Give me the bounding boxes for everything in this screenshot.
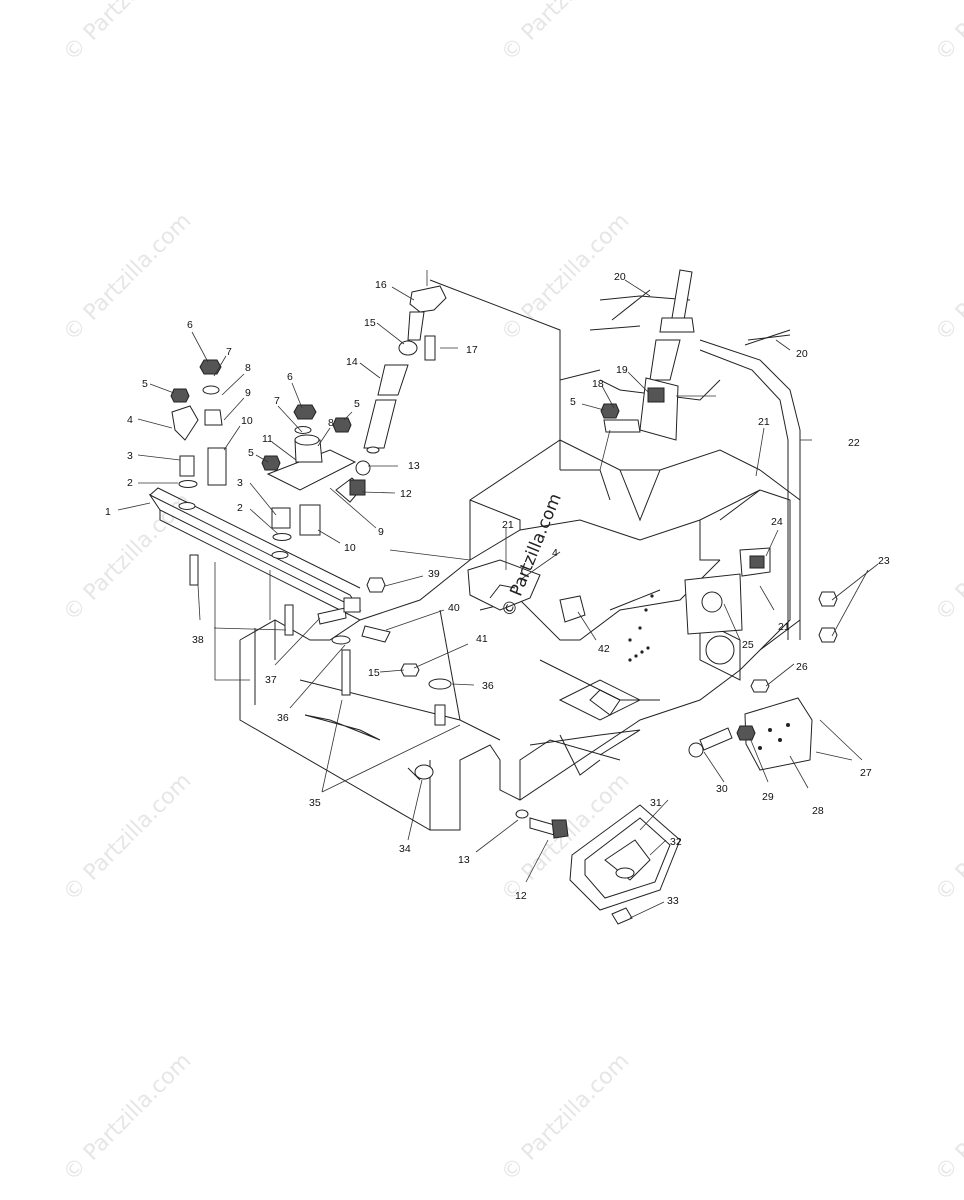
callout-label: 38 [192,634,204,646]
callout-label: 23 [878,555,890,567]
callout-label: 13 [408,460,420,472]
callout-label: 17 [466,344,478,356]
callout-label: 6 [287,371,293,383]
callout-label: 10 [241,415,253,427]
callout-label: 21 [758,416,770,428]
callout-label: 31 [650,797,662,809]
callout-label: 39 [428,568,440,580]
callout-label: 26 [796,661,808,673]
callout-label: 5 [248,447,254,459]
callout-label: 10 [344,542,356,554]
callout-label: 20 [614,271,626,283]
callout-label: 13 [458,854,470,866]
callout-label: 21 [778,621,790,633]
callout-label: 9 [245,387,251,399]
callout-label: 35 [309,797,321,809]
callout-label: 11 [262,433,273,445]
steering-post-assembly [363,269,791,454]
callout-label: 6 [187,319,193,331]
watermark-text: © Partzilla.com [497,0,635,66]
callout-label: 21 [502,519,514,531]
swing-arm-assembly [148,359,452,726]
callout-label: 12 [400,488,412,500]
watermark-text: © Partzilla.com [59,1049,197,1187]
callout-label: 8 [245,362,251,374]
callout-label: 3 [237,477,243,489]
callout-label: 27 [860,767,872,779]
callout-label: 37 [265,674,277,686]
callout-label: 41 [476,633,488,645]
watermark-text: © Partzilla.com [59,0,197,66]
callout-label: 16 [375,279,387,291]
callout-label: 5 [142,378,148,390]
callout-label: 30 [716,783,728,795]
callout-label: 42 [598,643,610,655]
callout-label: 15 [368,667,380,679]
callout-label: 7 [226,346,232,358]
callout-label: 34 [399,843,411,855]
callout-label: 15 [364,317,376,329]
callout-label: 36 [277,712,289,724]
callout-label: 3 [127,450,133,462]
watermark-text: © Partzilla.com [497,1049,635,1187]
side-plate-parts [407,547,838,925]
callout-label: 1 [105,506,111,518]
callout-label: 28 [812,805,824,817]
callout-label: 12 [515,890,527,902]
callout-label: 19 [616,364,628,376]
callout-label: 4 [552,547,558,559]
callout-label: 2 [237,502,243,514]
watermark-text: © Partzilla.com [59,209,197,347]
watermark-text: © Partzilla.com [931,209,964,347]
callout-label: 9 [378,526,384,538]
callout-label: 22 [848,437,860,449]
callout-label: 14 [346,356,358,368]
callout-label: 33 [667,895,679,907]
callout-numbers: 1 2 3 4 5 6 7 8 9 10 6 7 8 9 10 11 5 5 3… [105,271,890,907]
callout-label: 24 [771,516,783,528]
callout-label: 36 [482,680,494,692]
callout-label: 25 [742,639,754,651]
callout-label: 20 [796,348,808,360]
callout-label: 2 [127,477,133,489]
watermark-text: © Partzilla.com [931,1049,964,1187]
watermark-text: © Partzilla.com [931,0,964,66]
chassis-frame [239,279,801,831]
callout-label: 7 [274,395,280,407]
callout-label: 18 [592,378,604,390]
leader-lines [117,270,879,919]
callout-label: 32 [670,836,682,848]
watermark-text: © Partzilla.com [931,769,964,907]
callout-label: 8 [328,417,334,429]
callout-label: 5 [570,396,576,408]
watermark-text: © Partzilla.com [931,489,964,627]
callout-label: 5 [354,398,360,410]
callout-label: 29 [762,791,774,803]
watermark-text: © Partzilla.com [59,769,197,907]
callout-label: 4 [127,414,133,426]
callout-label: 40 [448,602,460,614]
